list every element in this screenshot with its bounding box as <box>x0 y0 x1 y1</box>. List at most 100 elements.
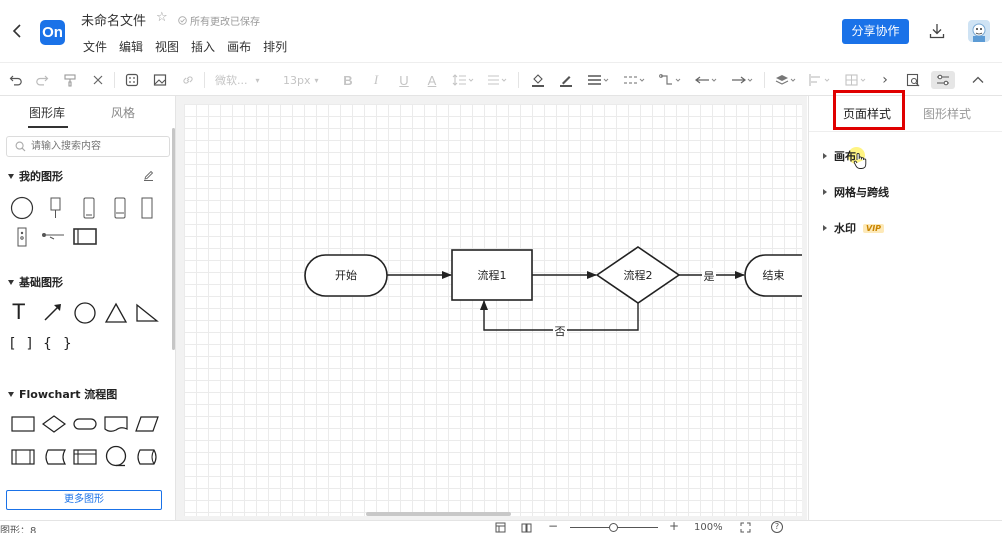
fill-color-icon[interactable] <box>530 71 546 89</box>
section-grid-label: 网格与跨线 <box>834 186 889 199</box>
style-panel-icon[interactable] <box>931 71 955 89</box>
collapse-icon[interactable] <box>970 71 986 89</box>
menu-arrange[interactable]: 排列 <box>263 40 288 54</box>
menu-view[interactable]: 视图 <box>155 40 180 54</box>
section-grid-and-crossing[interactable]: 网格与跨线 <box>823 184 889 200</box>
arrow-end-icon[interactable] <box>728 71 756 89</box>
my-shape-tablet[interactable] <box>140 196 154 220</box>
section-flowchart[interactable]: Flowchart 流程图 <box>8 386 117 402</box>
drawing-page[interactable]: 开始 流程1 流程2 结束 是 否 <box>184 104 802 516</box>
my-shape-pin[interactable] <box>44 196 68 220</box>
shape-search-input[interactable] <box>31 139 161 154</box>
my-shape-connector[interactable] <box>40 228 66 244</box>
layer-icon[interactable] <box>772 71 800 89</box>
flow-shape-decision[interactable] <box>41 414 67 434</box>
flow-shape-connector[interactable] <box>103 445 129 469</box>
basic-shape-arrow[interactable] <box>42 301 64 323</box>
cursor-highlight <box>848 147 865 164</box>
section-basic-shapes[interactable]: 基础图形 <box>8 274 63 290</box>
back-arrow-icon[interactable] <box>10 22 24 40</box>
tab-style[interactable]: 风格 <box>111 106 136 120</box>
line-height-icon[interactable] <box>450 71 476 89</box>
menu-file[interactable]: 文件 <box>83 40 108 54</box>
page-layout-icon[interactable] <box>495 522 506 533</box>
node-end-shape[interactable] <box>744 254 802 297</box>
my-shape-circle[interactable] <box>10 196 34 220</box>
basic-shape-brace-left[interactable]: { <box>42 336 52 352</box>
table-icon[interactable] <box>124 71 140 89</box>
my-shape-phone[interactable] <box>77 196 101 220</box>
italic-icon[interactable]: I <box>373 72 379 87</box>
more-icon[interactable]: › <box>882 72 888 88</box>
flow-shape-stored-data[interactable] <box>41 447 67 467</box>
menu-edit[interactable]: 编辑 <box>119 40 144 54</box>
zoom-in-icon[interactable]: + <box>669 519 680 533</box>
font-color-icon[interactable]: A <box>427 72 437 88</box>
my-shape-remote[interactable] <box>12 226 32 248</box>
canvas-horizontal-scrollbar[interactable] <box>366 512 511 516</box>
flow-shape-terminator[interactable] <box>72 414 98 434</box>
tab-page-style[interactable]: 页面样式 <box>843 107 892 121</box>
tab-shape-style[interactable]: 图形样式 <box>923 107 972 121</box>
flow-shape-internal-storage[interactable] <box>72 447 98 467</box>
basic-shape-right-triangle[interactable] <box>135 301 159 325</box>
basic-shape-bracket-left[interactable]: [ <box>10 336 16 352</box>
line-color-icon[interactable] <box>558 71 574 89</box>
align-icon[interactable] <box>484 71 510 89</box>
connector-icon[interactable] <box>656 71 684 89</box>
format-painter-icon[interactable] <box>62 71 78 89</box>
align-shapes-icon[interactable] <box>806 71 834 89</box>
flow-shape-data[interactable] <box>134 414 160 434</box>
node-process1-shape[interactable] <box>451 249 533 301</box>
section-my-shapes[interactable]: 我的图形 <box>8 168 63 184</box>
zoom-level[interactable]: 100% <box>694 522 723 533</box>
image-icon[interactable] <box>152 71 168 89</box>
fullscreen-icon[interactable] <box>740 522 751 533</box>
download-icon[interactable] <box>928 22 946 40</box>
basic-shape-triangle[interactable] <box>104 301 128 325</box>
star-icon[interactable]: ☆ <box>156 10 168 25</box>
my-shape-frame[interactable] <box>72 226 98 248</box>
flow-shape-direct-access[interactable] <box>134 447 160 467</box>
line-style-icon[interactable] <box>620 71 648 89</box>
menu-canvas[interactable]: 画布 <box>227 40 252 54</box>
link-icon[interactable] <box>180 71 196 89</box>
menu-bar: 文件 编辑 视图 插入 画布 排列 <box>83 38 287 55</box>
left-panel-scrollbar[interactable] <box>172 128 175 350</box>
document-title[interactable]: 未命名文件 <box>81 14 147 29</box>
edit-icon[interactable] <box>143 170 154 181</box>
bold-icon[interactable]: B <box>343 72 353 88</box>
clear-format-icon[interactable] <box>90 71 106 89</box>
arrow-start-icon[interactable] <box>692 71 720 89</box>
tab-shape-library[interactable]: 图形库 <box>29 106 66 120</box>
help-icon[interactable]: ? <box>771 521 783 533</box>
section-canvas[interactable]: 画布 <box>823 148 856 164</box>
basic-shape-brace-right[interactable]: } <box>62 336 72 352</box>
underline-icon[interactable]: U <box>399 72 409 88</box>
redo-icon[interactable] <box>34 71 50 89</box>
menu-insert[interactable]: 插入 <box>191 40 216 54</box>
app-header: On 未命名文件 ☆ 所有更改已保存 文件 编辑 视图 插入 画布 排列 分享协… <box>0 0 1002 62</box>
hand-cursor-icon <box>853 152 867 169</box>
basic-shape-text[interactable]: T <box>12 299 26 324</box>
book-view-icon[interactable] <box>521 522 532 533</box>
zoom-out-icon[interactable]: − <box>548 519 559 533</box>
find-icon[interactable] <box>905 71 921 89</box>
basic-shape-bracket-right[interactable]: ] <box>26 336 32 352</box>
line-width-icon[interactable] <box>584 71 612 89</box>
undo-icon[interactable] <box>8 71 24 89</box>
flow-shape-document[interactable] <box>103 414 129 434</box>
more-shapes-button[interactable]: 更多图形 <box>6 490 162 510</box>
zoom-slider-knob[interactable] <box>609 523 618 532</box>
user-avatar[interactable] <box>968 20 990 42</box>
my-shape-device[interactable] <box>108 196 132 220</box>
edge-label-no: 否 <box>554 325 566 338</box>
flow-shape-predefined-process[interactable] <box>10 447 36 467</box>
group-icon[interactable] <box>842 71 870 89</box>
font-family-select[interactable]: 微软...▾ <box>215 74 260 87</box>
share-collaborate-button[interactable]: 分享协作 <box>842 19 909 44</box>
flow-shape-process[interactable] <box>10 414 36 434</box>
font-size-select[interactable]: 13px▾ <box>283 73 319 87</box>
basic-shape-circle[interactable] <box>73 301 97 325</box>
